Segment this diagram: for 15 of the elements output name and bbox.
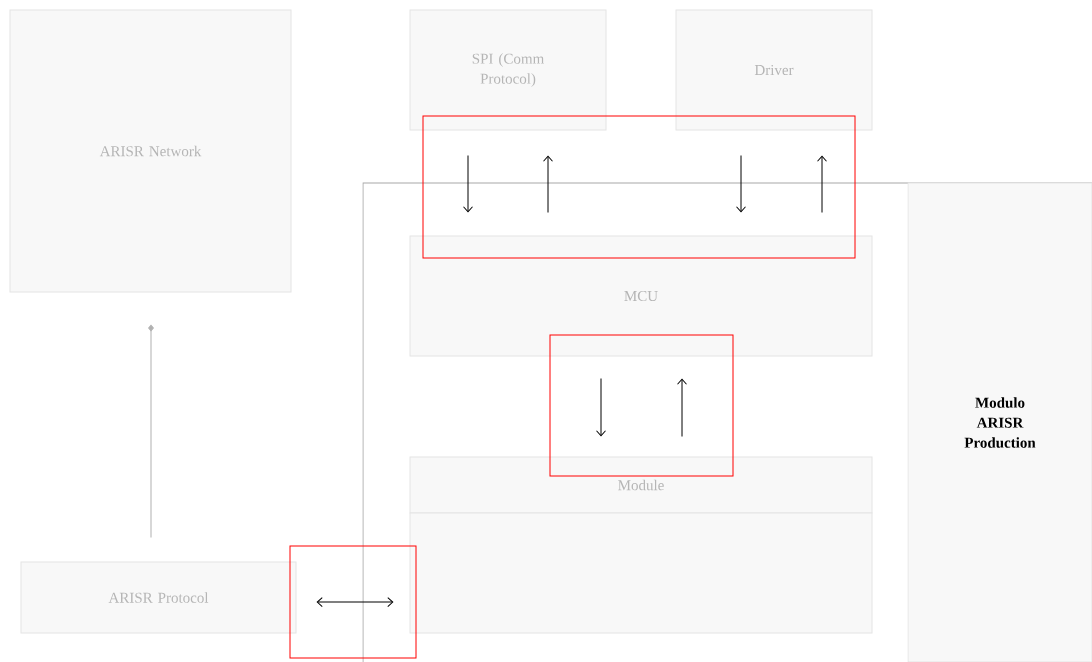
module-box: Module (409, 456, 873, 514)
protocol-box: SPI (Comm Protocol) (409, 9, 607, 131)
network-box: ARISR Network (9, 9, 292, 293)
arrow (463, 155, 473, 213)
connector-line (148, 324, 154, 538)
driver-box: Driver (675, 9, 873, 131)
arrow (596, 378, 606, 437)
arrow (736, 155, 746, 213)
arrow (543, 155, 553, 213)
protocol-box: ARISR Protocol (20, 561, 297, 634)
mcu-box: MCU (409, 235, 873, 357)
production-panel: Modulo ARISR Production (907, 182, 1092, 662)
arrow (817, 155, 827, 213)
double-arrow (316, 597, 394, 607)
arrow (677, 378, 687, 437)
